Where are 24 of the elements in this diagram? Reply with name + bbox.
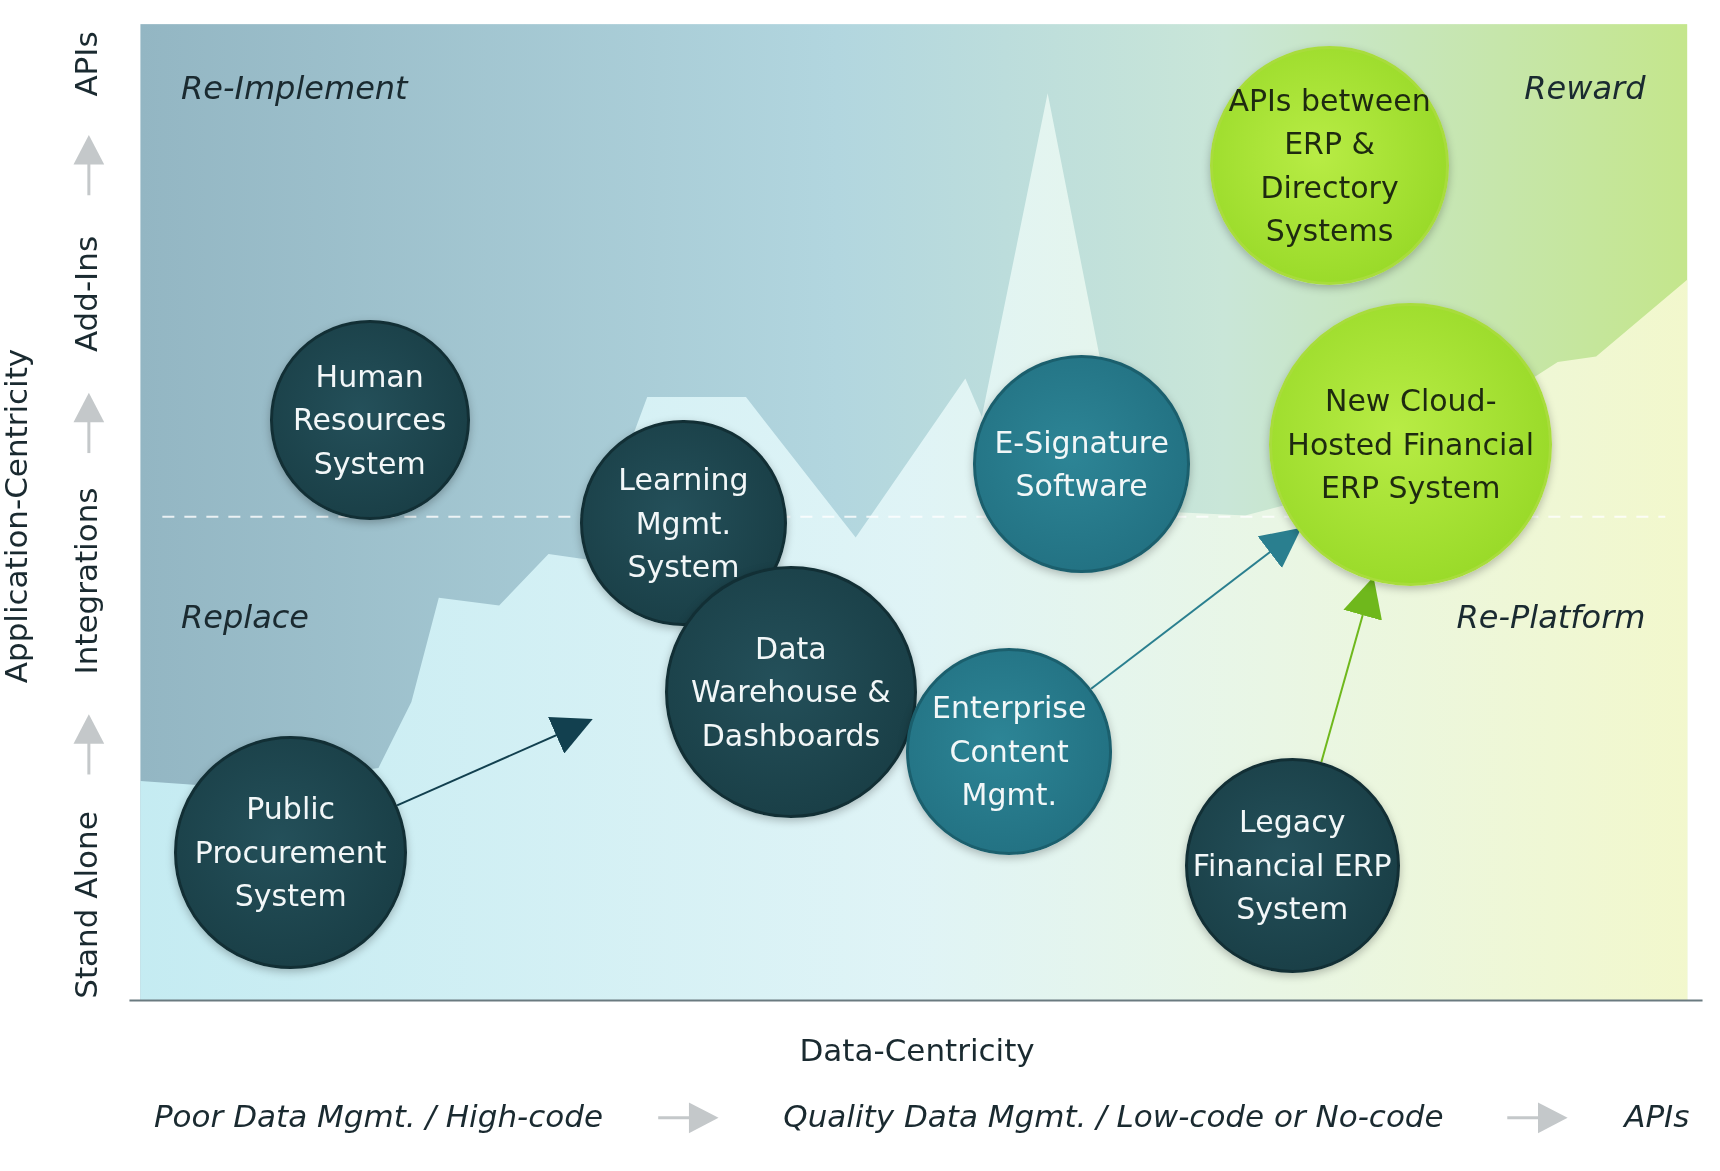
bubble-label: Legacy Financial ERP System	[1191, 803, 1393, 929]
bubble-label: New Cloud-Hosted Financial ERP System	[1286, 382, 1536, 507]
axis-label: APIs	[67, 31, 104, 97]
axis-label: Integrations	[67, 487, 104, 675]
bubble-label: Learning Mgmt. System	[617, 461, 750, 586]
quadrant-label: Replace	[181, 597, 309, 636]
axis-label: Stand Alone	[67, 811, 104, 999]
bubble-label: APIs between ERP & Directory Systems	[1227, 81, 1432, 251]
axis-label: Add-Ins	[67, 235, 104, 353]
quadrant-label: Reward	[1524, 68, 1646, 107]
bubble-label: Enterprise Content Mgmt.	[931, 689, 1088, 815]
arrow	[1090, 527, 1302, 690]
quadrant-label: Re-Implement	[181, 68, 408, 107]
bubble-label: E-Signature Software	[993, 423, 1170, 505]
quadrant-label: Re-Platform	[1456, 597, 1646, 636]
axis-label: APIs	[1624, 1097, 1690, 1134]
axis-label: Quality Data Mgmt. / Low-code or No-code	[783, 1097, 1444, 1134]
axis-label: Application-Centricity	[0, 348, 35, 683]
axis-label: Poor Data Mgmt. / High-code	[153, 1097, 603, 1134]
bubble-label: Data Warehouse & Dashboards	[690, 629, 892, 755]
axis-label: Data-Centricity	[799, 1031, 1035, 1068]
arrow	[396, 716, 593, 807]
bubble-label: Human Resources System	[292, 357, 448, 483]
bubble-label: Public Procurement System	[193, 790, 388, 916]
